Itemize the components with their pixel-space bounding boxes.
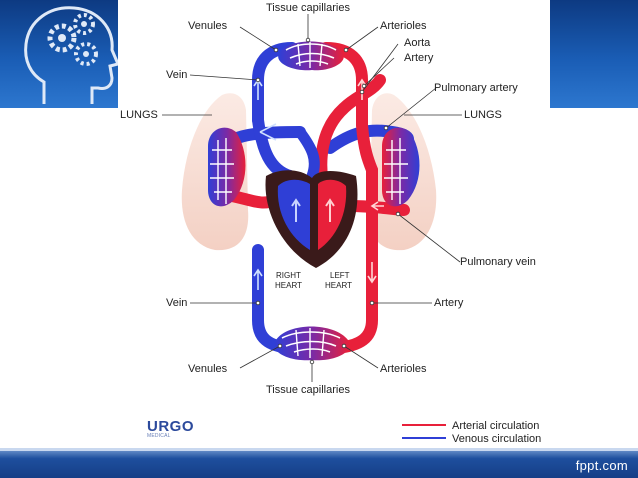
footer-brand: fppt.com: [575, 458, 628, 473]
label-right-heart-1: RIGHT: [276, 271, 301, 280]
label-tissue-capillaries-top: Tissue capillaries: [266, 2, 350, 14]
label-vein-bottom: Vein: [166, 297, 187, 309]
label-right-heart-2: HEART: [275, 281, 302, 290]
label-artery-bottom: Artery: [434, 297, 464, 309]
label-aorta: Aorta: [404, 37, 431, 49]
label-venules-bottom: Venules: [188, 363, 228, 375]
label-lungs-right: LUNGS: [464, 109, 502, 121]
artery-link: [356, 119, 378, 176]
urgo-logo: URGO MEDICAL: [147, 418, 194, 439]
label-lungs-left: LUNGS: [120, 109, 158, 121]
label-vein-top: Vein: [166, 69, 187, 81]
brain-gears-icon: [24, 6, 121, 104]
label-left-heart-1: LEFT: [330, 271, 350, 280]
legend-venous-label: Venous circulation: [452, 433, 541, 445]
label-venules-top: Venules: [188, 20, 228, 32]
tissue-capillaries-bottom: [274, 326, 350, 361]
lung-capillaries-right: [382, 127, 420, 207]
lung-capillaries-left: [208, 127, 246, 207]
logo-subtext: MEDICAL: [147, 433, 171, 439]
label-left-heart-2: HEART: [325, 281, 352, 290]
label-arterioles-bottom: Arterioles: [380, 363, 427, 375]
label-artery-top: Artery: [404, 52, 434, 64]
label-tissue-capillaries-bottom: Tissue capillaries: [266, 384, 350, 396]
leader-lines: [162, 14, 462, 382]
footer-band: [0, 448, 638, 478]
label-pulmonary-artery: Pulmonary artery: [434, 82, 518, 94]
label-pulmonary-vein: Pulmonary vein: [460, 256, 536, 268]
legend: Arterial circulation Venous circulation: [402, 420, 541, 445]
legend-arterial-label: Arterial circulation: [452, 420, 539, 432]
pulmonary-trunk: [294, 126, 320, 182]
tissue-capillaries-top: [278, 41, 344, 71]
leader-dots: [255, 37, 401, 365]
aorta: [315, 74, 386, 206]
heart: [265, 170, 358, 268]
logo-text: URGO: [147, 418, 194, 435]
label-arterioles-top: Arterioles: [380, 20, 427, 32]
